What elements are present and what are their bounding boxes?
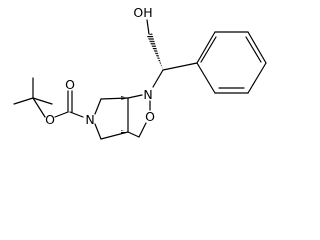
hashed-wedge-c7a <box>121 96 128 100</box>
bond-oxygen-ch2 <box>138 122 147 138</box>
bond-tbu-methyl-2 <box>13 97 34 105</box>
tert-butyl-group <box>13 77 53 118</box>
chemical-structure: OH N O N O O <box>13 5 267 140</box>
bond-ch2-oh <box>146 19 150 35</box>
atom-label-ring-oxygen: O <box>145 109 155 124</box>
bond-ph-1-inner <box>200 36 217 63</box>
bond-n-c-lower <box>94 123 102 140</box>
bond-ph-4 <box>247 62 267 94</box>
atom-label-ester-oxygen: O <box>45 112 55 127</box>
bond-ph-6 <box>196 62 216 94</box>
bond-n-c-upper <box>94 98 102 115</box>
bond-ester-oxygen-carbonyl-carbon <box>54 111 69 118</box>
bond-tbu-quaternary-oxygen <box>32 97 46 118</box>
atom-label-carbamate-nitrogen: N <box>85 112 94 127</box>
bond-ph-3 <box>247 31 267 64</box>
isoxazolidine-ring <box>127 94 151 138</box>
bond-tbu-methyl-3 <box>32 97 53 105</box>
atom-label-carbonyl-oxygen: O <box>65 77 75 92</box>
bond-carbonyl-carbon-nitrogen <box>69 111 84 118</box>
bond-stereocenter-phenyl <box>162 62 198 71</box>
phenyl-ring <box>196 31 267 94</box>
hydroxyethyl-chain <box>146 19 198 88</box>
bond-nitrogen-stereocenter <box>152 69 164 88</box>
bond-ch2-c3a <box>127 131 140 138</box>
carbamate-group <box>54 90 84 118</box>
bond-ph-3-inner <box>245 36 262 63</box>
hashed-wedge-c3a <box>121 130 128 134</box>
atom-label-hydroxyl: OH <box>133 5 152 20</box>
atom-label-isoxazolidine-nitrogen: N <box>143 87 152 102</box>
bond-c7a-nitrogen <box>127 94 143 99</box>
bond-ph-1 <box>196 31 216 64</box>
hashed-wedge-ch2oh <box>147 33 163 70</box>
